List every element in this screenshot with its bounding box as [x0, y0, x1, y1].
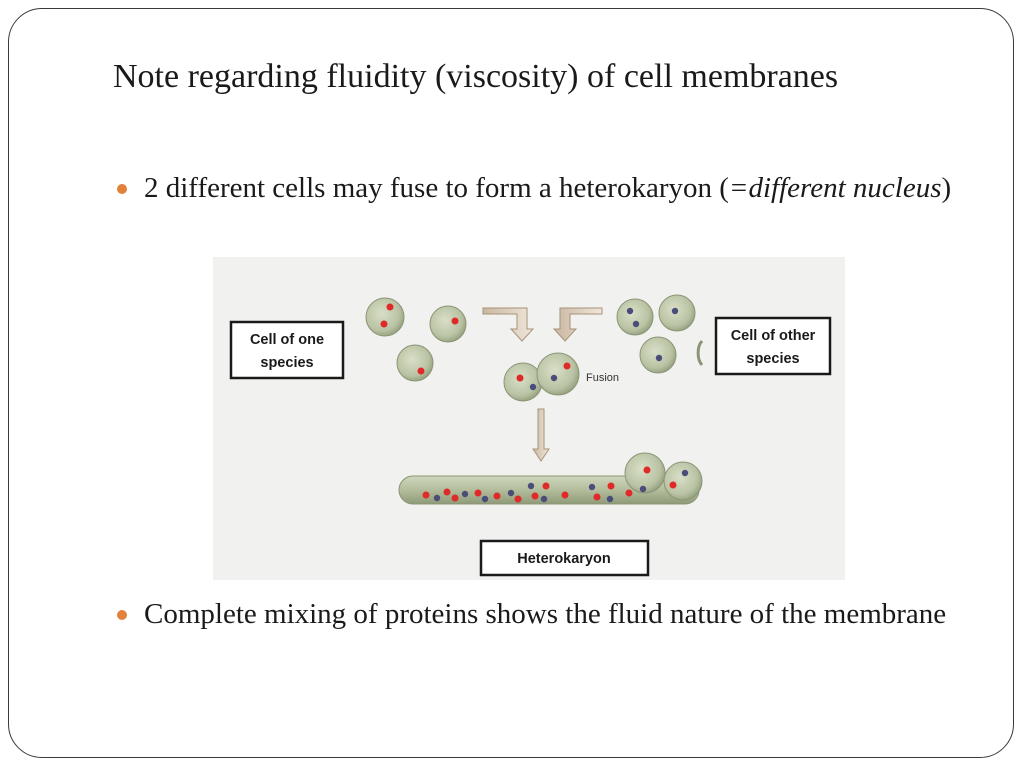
cell-right-1	[616, 298, 654, 336]
label-fusion: Fusion	[586, 372, 619, 384]
cell-right-3	[639, 336, 677, 374]
bullet-dot-icon	[117, 184, 127, 194]
arrow-from-left	[482, 307, 535, 342]
label-heterokaryon: Heterokaryon	[517, 551, 610, 567]
bullet-dot-icon	[117, 610, 127, 620]
label-box-heterokaryon: Heterokaryon	[479, 539, 650, 577]
arrow-down	[532, 408, 550, 462]
label-box-right: Cell of other species	[714, 316, 832, 376]
label-left-line1: Cell of one	[250, 332, 324, 348]
bullet-text-end: )	[941, 172, 952, 204]
bullet-text: Complete mixing of proteins shows the fl…	[144, 598, 947, 630]
cell-fusion-diagram: Cell of one species Cell of other specie…	[213, 257, 845, 580]
bullet-text-main: 2 different cells may fuse to form a het…	[144, 172, 729, 204]
arrow-from-right	[552, 307, 603, 342]
fusing-cells	[503, 352, 580, 402]
heterokaryon-cell	[398, 452, 703, 505]
cell-left-1	[365, 297, 405, 337]
label-right-line1: Cell of other	[731, 328, 816, 344]
diagram-svg: Cell of one species Cell of other specie…	[229, 294, 832, 577]
cell-right-2	[658, 294, 696, 332]
cell-right-4-partial	[696, 339, 704, 367]
bullet-text: 2 different cells may fuse to form a het…	[144, 170, 974, 207]
label-left-line2: species	[260, 355, 313, 371]
bullet-text-italic: =different nucleus	[728, 172, 942, 204]
label-right-line2: species	[746, 351, 799, 367]
cell-left-2	[429, 305, 467, 343]
label-box-left: Cell of one species	[229, 320, 345, 380]
slide-title: Note regarding fluidity (viscosity) of c…	[113, 58, 839, 95]
cell-left-3	[396, 344, 434, 382]
